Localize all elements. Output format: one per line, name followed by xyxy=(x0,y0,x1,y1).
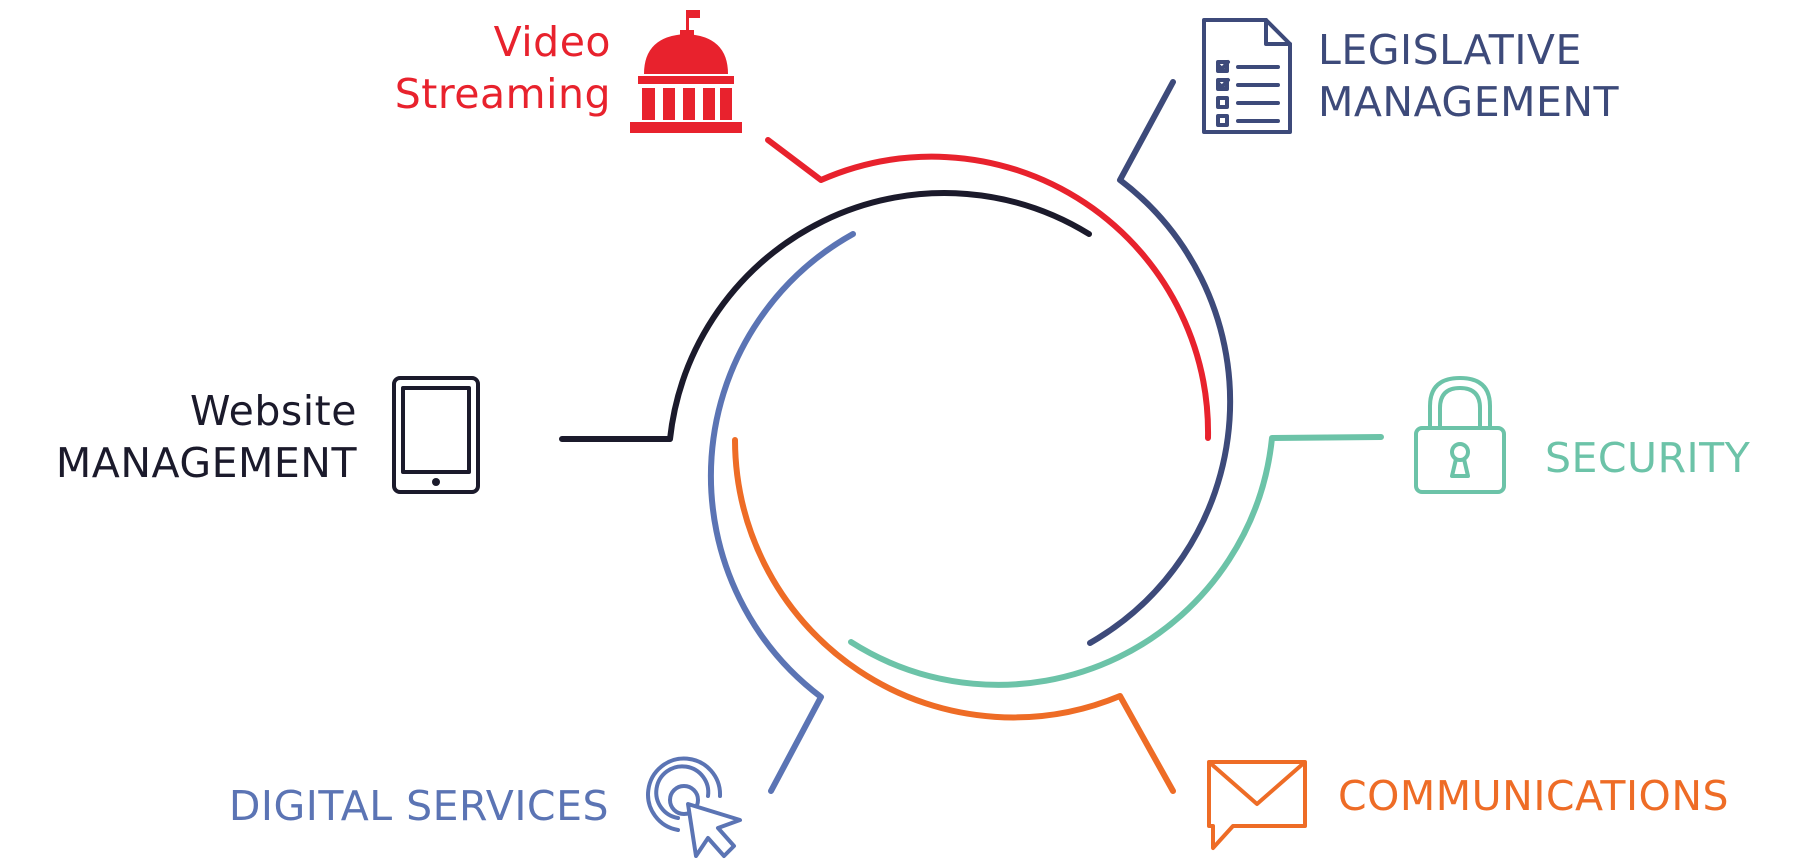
website-label-line2: MANAGEMENT xyxy=(55,439,357,487)
communications-label: COMMUNICATIONS xyxy=(1338,770,1729,822)
legislative-label-line1: LEGISLATIVE xyxy=(1318,26,1582,74)
video-arc xyxy=(765,137,1212,441)
communications-arc xyxy=(732,437,1176,794)
website-label-line1: Website xyxy=(190,387,357,435)
capitol-dome-icon xyxy=(630,10,742,133)
cursor-click-icon xyxy=(646,756,742,858)
video-streaming-label: Video Streaming xyxy=(395,16,611,120)
video-streaming-label-line2: Streaming xyxy=(394,70,611,118)
security-label-text: SECURITY xyxy=(1545,434,1751,482)
digital-arc xyxy=(707,231,856,794)
website-management-label: Website MANAGEMENT xyxy=(56,385,357,489)
digital-services-label-text: DIGITAL SERVICES xyxy=(228,782,609,830)
digital-services-label: DIGITAL SERVICES xyxy=(229,780,609,832)
legislative-label-line2: MANAGEMENT xyxy=(1318,78,1620,126)
security-label: SECURITY xyxy=(1545,432,1750,484)
padlock-icon xyxy=(1414,376,1506,494)
legislative-management-label: LEGISLATIVE MANAGEMENT xyxy=(1318,24,1619,128)
communications-label-text: COMMUNICATIONS xyxy=(1338,772,1730,820)
tablet-icon xyxy=(392,376,480,494)
website-arc xyxy=(559,190,1092,442)
legislative-arc xyxy=(1087,79,1234,646)
envelope-chat-icon xyxy=(1207,760,1307,850)
video-streaming-label-line1: Video xyxy=(493,18,611,66)
checklist-document-icon xyxy=(1202,18,1292,134)
security-arc xyxy=(848,434,1384,688)
